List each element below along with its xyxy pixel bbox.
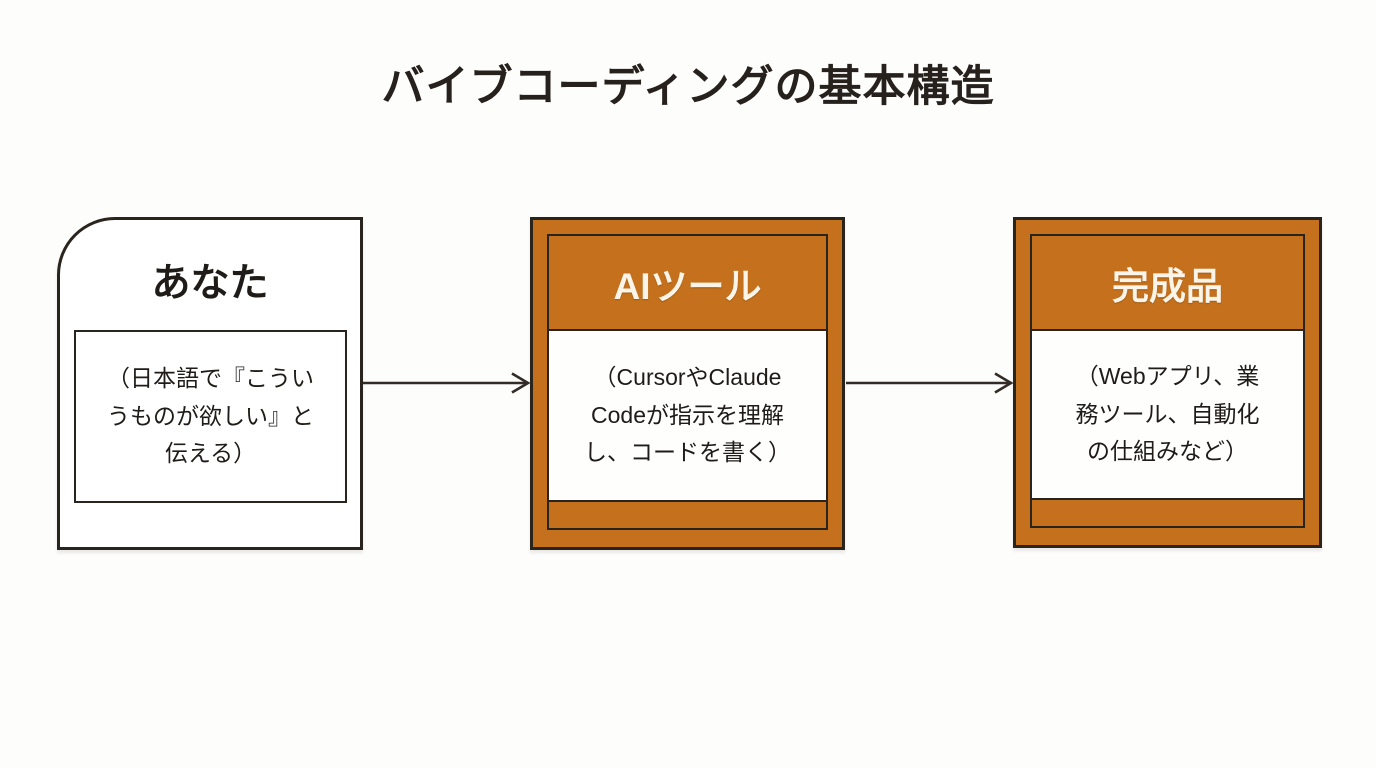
node-you: あなた （日本語で『こうい うものが欲しい』と 伝える） <box>57 217 363 550</box>
arrow-you-to-ai-icon <box>363 372 531 394</box>
node-finished-product-description: （Webアプリ、業 務ツール、自動化 の仕組みなど） <box>1075 362 1260 465</box>
node-ai-tool-footer-strip <box>549 502 826 528</box>
diagram-title: バイブコーディングの基本構造 <box>381 63 995 111</box>
node-finished-product-body: （Webアプリ、業 務ツール、自動化 の仕組みなど） <box>1032 331 1303 500</box>
node-finished-product-header: 完成品 <box>1032 236 1303 331</box>
node-ai-tool-body: （CursorやClaude Codeが指示を理解 し、コードを書く） <box>549 331 826 502</box>
node-ai-tool: AIツール （CursorやClaude Codeが指示を理解 し、コードを書く… <box>530 217 845 550</box>
node-you-description-box: （日本語で『こうい うものが欲しい』と 伝える） <box>74 330 347 503</box>
arrow-ai-to-product-icon <box>846 372 1014 394</box>
node-ai-tool-inner-frame: AIツール （CursorやClaude Codeが指示を理解 し、コードを書く… <box>547 234 828 530</box>
node-finished-product: 完成品 （Webアプリ、業 務ツール、自動化 の仕組みなど） <box>1013 217 1322 548</box>
node-finished-product-footer-strip <box>1032 500 1303 526</box>
node-you-description: （日本語で『こうい うものが欲しい』と 伝える） <box>107 364 314 467</box>
node-finished-product-inner-frame: 完成品 （Webアプリ、業 務ツール、自動化 の仕組みなど） <box>1030 234 1305 528</box>
node-ai-tool-header: AIツール <box>549 236 826 331</box>
node-you-label: あなた <box>151 262 269 305</box>
node-ai-tool-description: （CursorやClaude Codeが指示を理解 し、コードを書く） <box>584 363 791 466</box>
